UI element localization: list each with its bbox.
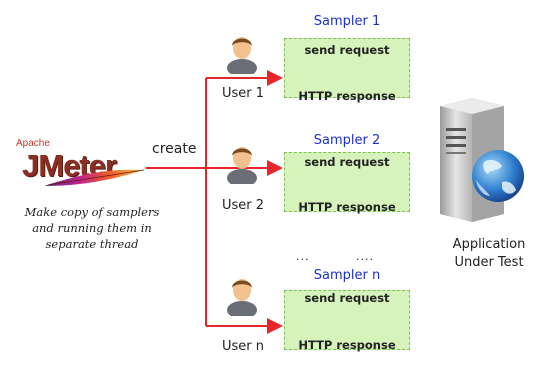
server-icon <box>440 98 524 222</box>
ellipsis: ... <box>296 250 310 263</box>
user-label: User n <box>222 339 265 354</box>
http-response-label: HTTP response <box>298 89 396 103</box>
caption-line: Make copy of samplers <box>24 205 160 219</box>
apache-wordmark: Apache <box>16 138 50 149</box>
logo-caption: Make copy of samplers and running them i… <box>6 204 178 252</box>
ellipsis: .... <box>356 250 374 263</box>
sampler-box <box>284 152 410 212</box>
http-response-label: HTTP response <box>298 200 396 214</box>
sampler-title: Sampler n <box>313 268 381 283</box>
create-label: create <box>152 141 197 157</box>
sampler-box <box>284 38 410 98</box>
caption-line: separate thread <box>45 237 139 251</box>
user-label: User 1 <box>222 86 265 101</box>
sampler-title: Sampler 1 <box>313 14 381 29</box>
server-label-line: Under Test <box>454 255 524 270</box>
user-icon <box>227 147 257 184</box>
server-label: Application Under Test <box>446 236 532 272</box>
send-request-label: send request <box>304 291 390 305</box>
user-label: User 2 <box>222 198 265 213</box>
server-label-line: Application <box>452 237 526 252</box>
feather-icon <box>44 169 145 186</box>
http-response-label: HTTP response <box>298 338 396 352</box>
send-request-label: send request <box>304 155 390 169</box>
sampler-title: Sampler 2 <box>313 133 381 148</box>
send-request-label: send request <box>304 43 390 57</box>
user-icon <box>227 37 257 74</box>
sampler-box <box>284 290 410 350</box>
caption-line: and running them in <box>32 221 152 235</box>
user-icon <box>227 279 257 316</box>
